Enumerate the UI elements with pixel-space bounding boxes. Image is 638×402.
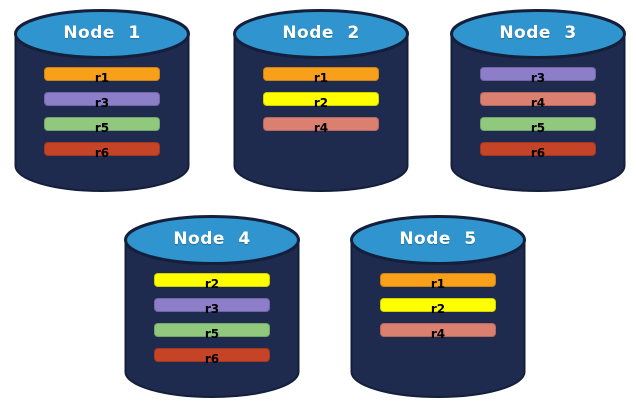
replica-bar-r5: r5 — [44, 117, 160, 135]
node-cylinder-5: Node 5 r1 r2 r4 — [348, 212, 528, 402]
replica-list: r1 r3 r5 r6 — [44, 67, 160, 167]
replica-label: r4 — [430, 327, 446, 341]
replica-list: r2 r3 r5 r6 — [154, 273, 270, 373]
cylinder-top-shape — [233, 9, 409, 59]
replica-label: r6 — [94, 146, 110, 160]
replica-label: r3 — [94, 96, 110, 110]
replica-bar-r6: r6 — [44, 142, 160, 160]
replica-label: r2 — [204, 277, 220, 291]
cylinder-top-shape — [450, 9, 626, 59]
replica-list: r1 r2 r4 — [380, 273, 496, 348]
replica-bar-r4: r4 — [263, 117, 379, 135]
node-cylinder-4: Node 4 r2 r3 r5 r6 — [122, 212, 302, 402]
cylinder-top-shape — [14, 9, 190, 59]
replica-label: r3 — [530, 71, 546, 85]
replica-bar-r3: r3 — [44, 92, 160, 110]
replica-label: r5 — [204, 327, 220, 341]
replica-bar-r2: r2 — [380, 298, 496, 316]
replica-label: r2 — [313, 96, 329, 110]
node-title: Node 4 — [173, 229, 251, 249]
node-title: Node 2 — [282, 23, 360, 43]
replica-label: r5 — [94, 121, 110, 135]
replica-list: r3 r4 r5 r6 — [480, 67, 596, 167]
replica-bar-r1: r1 — [44, 67, 160, 85]
node-title: Node 5 — [399, 229, 477, 249]
node-cylinder-3: Node 3 r3 r4 r5 r6 — [448, 6, 628, 196]
replica-label: r3 — [204, 302, 220, 316]
replica-bar-r6: r6 — [480, 142, 596, 160]
replica-label: r2 — [430, 302, 446, 316]
node-cylinder-1: Node 1 r1 r3 r5 r6 — [12, 6, 192, 196]
replica-bar-r3: r3 — [154, 298, 270, 316]
replica-bar-r6: r6 — [154, 348, 270, 366]
replica-label: r4 — [530, 96, 546, 110]
replica-list: r1 r2 r4 — [263, 67, 379, 142]
replica-bar-r2: r2 — [154, 273, 270, 291]
replica-label: r5 — [530, 121, 546, 135]
node-title: Node 3 — [499, 23, 577, 43]
replica-bar-r2: r2 — [263, 92, 379, 110]
replica-bar-r5: r5 — [480, 117, 596, 135]
cylinder-top-shape — [350, 215, 526, 265]
node-cylinder-2: Node 2 r1 r2 r4 — [231, 6, 411, 196]
replica-label: r1 — [313, 71, 329, 85]
replica-bar-r4: r4 — [480, 92, 596, 110]
replica-bar-r3: r3 — [480, 67, 596, 85]
replica-bar-r1: r1 — [380, 273, 496, 291]
cylinder-top-shape — [124, 215, 300, 265]
replica-label: r1 — [94, 71, 110, 85]
replica-label: r4 — [313, 121, 329, 135]
replica-label: r1 — [430, 277, 446, 291]
replica-label: r6 — [204, 352, 220, 366]
replica-bar-r4: r4 — [380, 323, 496, 341]
node-title: Node 1 — [63, 23, 141, 43]
replica-bar-r5: r5 — [154, 323, 270, 341]
replica-bar-r1: r1 — [263, 67, 379, 85]
replica-label: r6 — [530, 146, 546, 160]
